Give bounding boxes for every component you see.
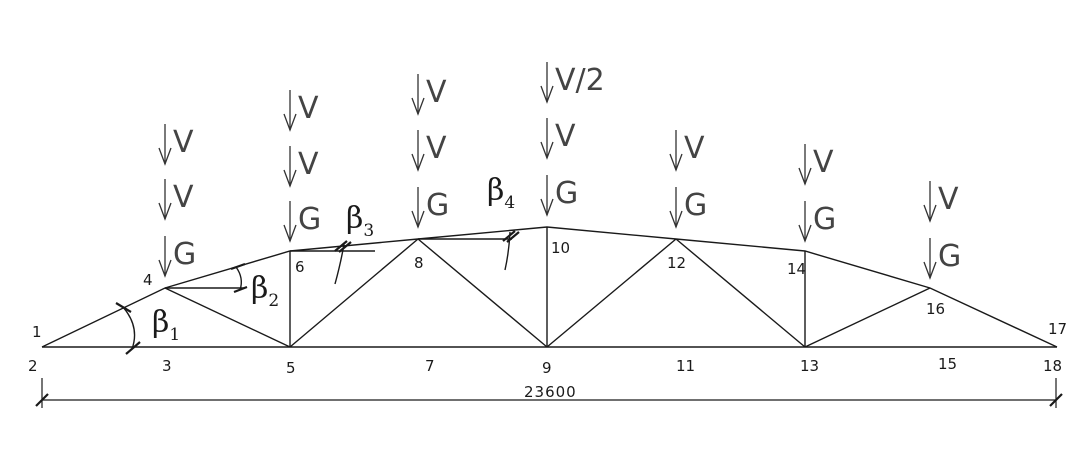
- node-label: 15: [938, 355, 957, 373]
- angle-labels: β1 β2 β3 β4: [152, 173, 515, 345]
- node-label: 11: [676, 357, 695, 375]
- load-arrow: G: [158, 236, 196, 278]
- node-label: 5: [286, 359, 296, 377]
- load-label: V/2: [555, 63, 605, 98]
- node-label: 18: [1043, 357, 1062, 375]
- angle-beta-1: β1: [152, 305, 180, 345]
- load-arrow: V: [158, 179, 194, 221]
- load-label: V: [173, 180, 194, 215]
- load-arrow: V: [540, 118, 576, 160]
- node-label: 12: [667, 254, 686, 272]
- load-label: V: [173, 125, 194, 160]
- web-members: [164, 227, 931, 348]
- node-label: 16: [926, 300, 945, 318]
- load-label: V: [938, 182, 959, 217]
- load-arrow: V: [923, 181, 959, 223]
- node-label: 8: [414, 254, 424, 272]
- node-label: 1: [32, 323, 42, 341]
- load-label: G: [555, 176, 578, 211]
- node-label: 2: [28, 357, 38, 375]
- dimension-line: 23600: [35, 378, 1063, 408]
- load-arrow: V: [283, 90, 319, 132]
- load-label: G: [938, 239, 961, 274]
- angle-beta-4: β4: [487, 173, 515, 213]
- node-label: 14: [787, 260, 806, 278]
- load-label: V: [426, 75, 447, 110]
- node-labels: 1 2 3 4 5 6 7 8 9 10 11 12 13 14 15 16 1…: [28, 239, 1067, 377]
- load-label: G: [298, 202, 321, 237]
- load-arrow: V: [798, 144, 834, 186]
- angle-beta-2: β2: [251, 271, 279, 311]
- load-label: V: [298, 91, 319, 126]
- angle-beta-3: β3: [346, 201, 374, 241]
- load-arrow: G: [411, 187, 449, 229]
- load-label: G: [173, 237, 196, 272]
- node-label: 13: [800, 357, 819, 375]
- load-arrow: V: [283, 146, 319, 188]
- node-label: 10: [551, 239, 570, 257]
- angle-markers: [115, 230, 520, 355]
- span-dimension: 23600: [524, 383, 577, 401]
- load-arrow: G: [283, 201, 321, 243]
- node-label: 6: [295, 258, 305, 276]
- node-label: 9: [542, 359, 552, 377]
- load-label: G: [426, 188, 449, 223]
- load-label: V: [684, 131, 705, 166]
- load-arrow: V: [411, 130, 447, 172]
- node-label: 3: [162, 357, 172, 375]
- load-arrow: V/2: [540, 62, 605, 104]
- node-label: 17: [1048, 320, 1067, 338]
- load-arrow: V: [669, 130, 705, 172]
- load-label: V: [813, 145, 834, 180]
- load-label: V: [426, 131, 447, 166]
- load-label: V: [555, 119, 576, 154]
- load-arrow: V: [158, 124, 194, 166]
- load-label: G: [813, 202, 836, 237]
- load-arrow: V: [411, 74, 447, 116]
- load-arrow: G: [540, 175, 578, 217]
- node-label: 4: [143, 271, 153, 289]
- load-arrow: G: [798, 201, 836, 243]
- load-arrow: G: [669, 187, 707, 229]
- load-label: G: [684, 188, 707, 223]
- load-label: V: [298, 147, 319, 182]
- node-label: 7: [425, 357, 435, 375]
- load-arrow: G: [923, 238, 961, 280]
